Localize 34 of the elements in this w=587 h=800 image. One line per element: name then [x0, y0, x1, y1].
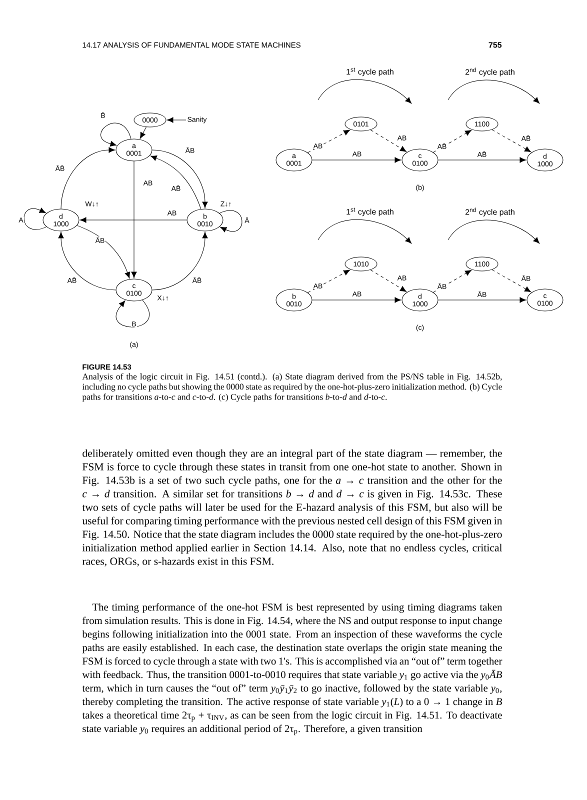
arrow — [312, 297, 402, 303]
cycle-path-heading: 1$^{st}$ cycle path — [346, 68, 394, 76]
arrow — [492, 269, 532, 292]
arrow — [140, 126, 146, 139]
arrow — [76, 225, 130, 278]
arrow — [370, 130, 406, 152]
cycle-path-heading: 2$^{nd}$ cycle path — [465, 208, 514, 216]
arrow — [308, 130, 350, 153]
arrow — [492, 129, 532, 152]
arrow — [166, 117, 186, 123]
arrow — [100, 122, 132, 146]
arrow — [150, 155, 202, 210]
arrow — [438, 157, 526, 163]
arrow — [433, 270, 472, 293]
body-paragraph: deliberately omitted even though they are an integral part of the state diagram — remember, the FSM is force to cycle through these states in transit from one one-hot state to another. Shown in Fig. 14.53b is a set of two such cycle paths, one for the a → c transition and the other for the c → d transition. A similar set for transitions b → d and d → c is given in Fig. 14.53c. These two sets of cycle paths will later be used for the E-hazard analysis of this FSM, but also will be useful for comparing timing performance with the previous nested cell design of this FSM given in Fig. 14.50. Notice that the state diagram includes the 0000 state required by the one-hot-plus-zero initialization method applied earlier in Section 14.14. Also, note that no endless cycles, critical races, ORGs, or s-hazards exist in this FSM. — [82, 449, 502, 566]
cycle-path-heading: 1$^{st}$ cycle path — [346, 208, 394, 216]
arrow — [60, 147, 116, 209]
page-number: 755 — [488, 42, 502, 48]
body-paragraph: The timing performance of the one-hot FSM is best represented by using timing diagrams taken from simulation results. This is done in Fig. 14.54, where the NS and output response to input change begins following initialization into the 0001 state. From an inspection of these waveforms the cycle paths are easily established. In each case, the destination state overlaps the origin state meaning the FSM is forced to cycle through a state with two 1's. This is accomplished via an “out of” term together with feedback. Thus, the transition 0001-to-0010 requires that state variable y$_{1}$ go active via the y$_{0}$ĀB term, which in turn causes the “out of” term y$_{0}$ȳ$_{1}$ȳ$_{2}$ to go inactive, followed by the state variable y$_{0}$, thereby completing the transition. The active response of state variable y$_{1}$(L) to a 0 → 1 change in B takes a theoretical time 2τ$_{p}$ + τ$_{INV}$, as can be seen from the logic circuit in Fig. 14.51. To deactivate state variable y$_{0}$ requires an additional period of 2τ$_{p}$. Therefore, a given transition — [82, 603, 502, 736]
arrow — [219, 210, 242, 232]
arrow — [58, 232, 116, 290]
cycle-path-heading: 2$^{nd}$ cycle path — [465, 68, 514, 76]
arrow — [433, 130, 472, 153]
arrow — [152, 232, 208, 290]
arrow — [438, 297, 526, 303]
arrow — [308, 270, 350, 293]
arrow — [131, 161, 137, 278]
arrow — [312, 157, 402, 163]
arrow — [370, 270, 406, 292]
arrow — [116, 300, 150, 328]
arrow — [152, 150, 208, 208]
figure-caption: Analysis of the logic circuit in Fig. 14.51 (contd.). (a) State diagram derived from the PS/NS table in Fig. 14.52b, including no cycle paths but showing the 0000 state as required by the one-hot-plus-zero initialization method. (b) Cycle paths for transitions a-to-c and c-to-d. (c) Cycle paths for transitions b-to-d and d-to-c. — [82, 373, 502, 402]
arrow — [24, 208, 47, 230]
arrow — [80, 217, 187, 223]
